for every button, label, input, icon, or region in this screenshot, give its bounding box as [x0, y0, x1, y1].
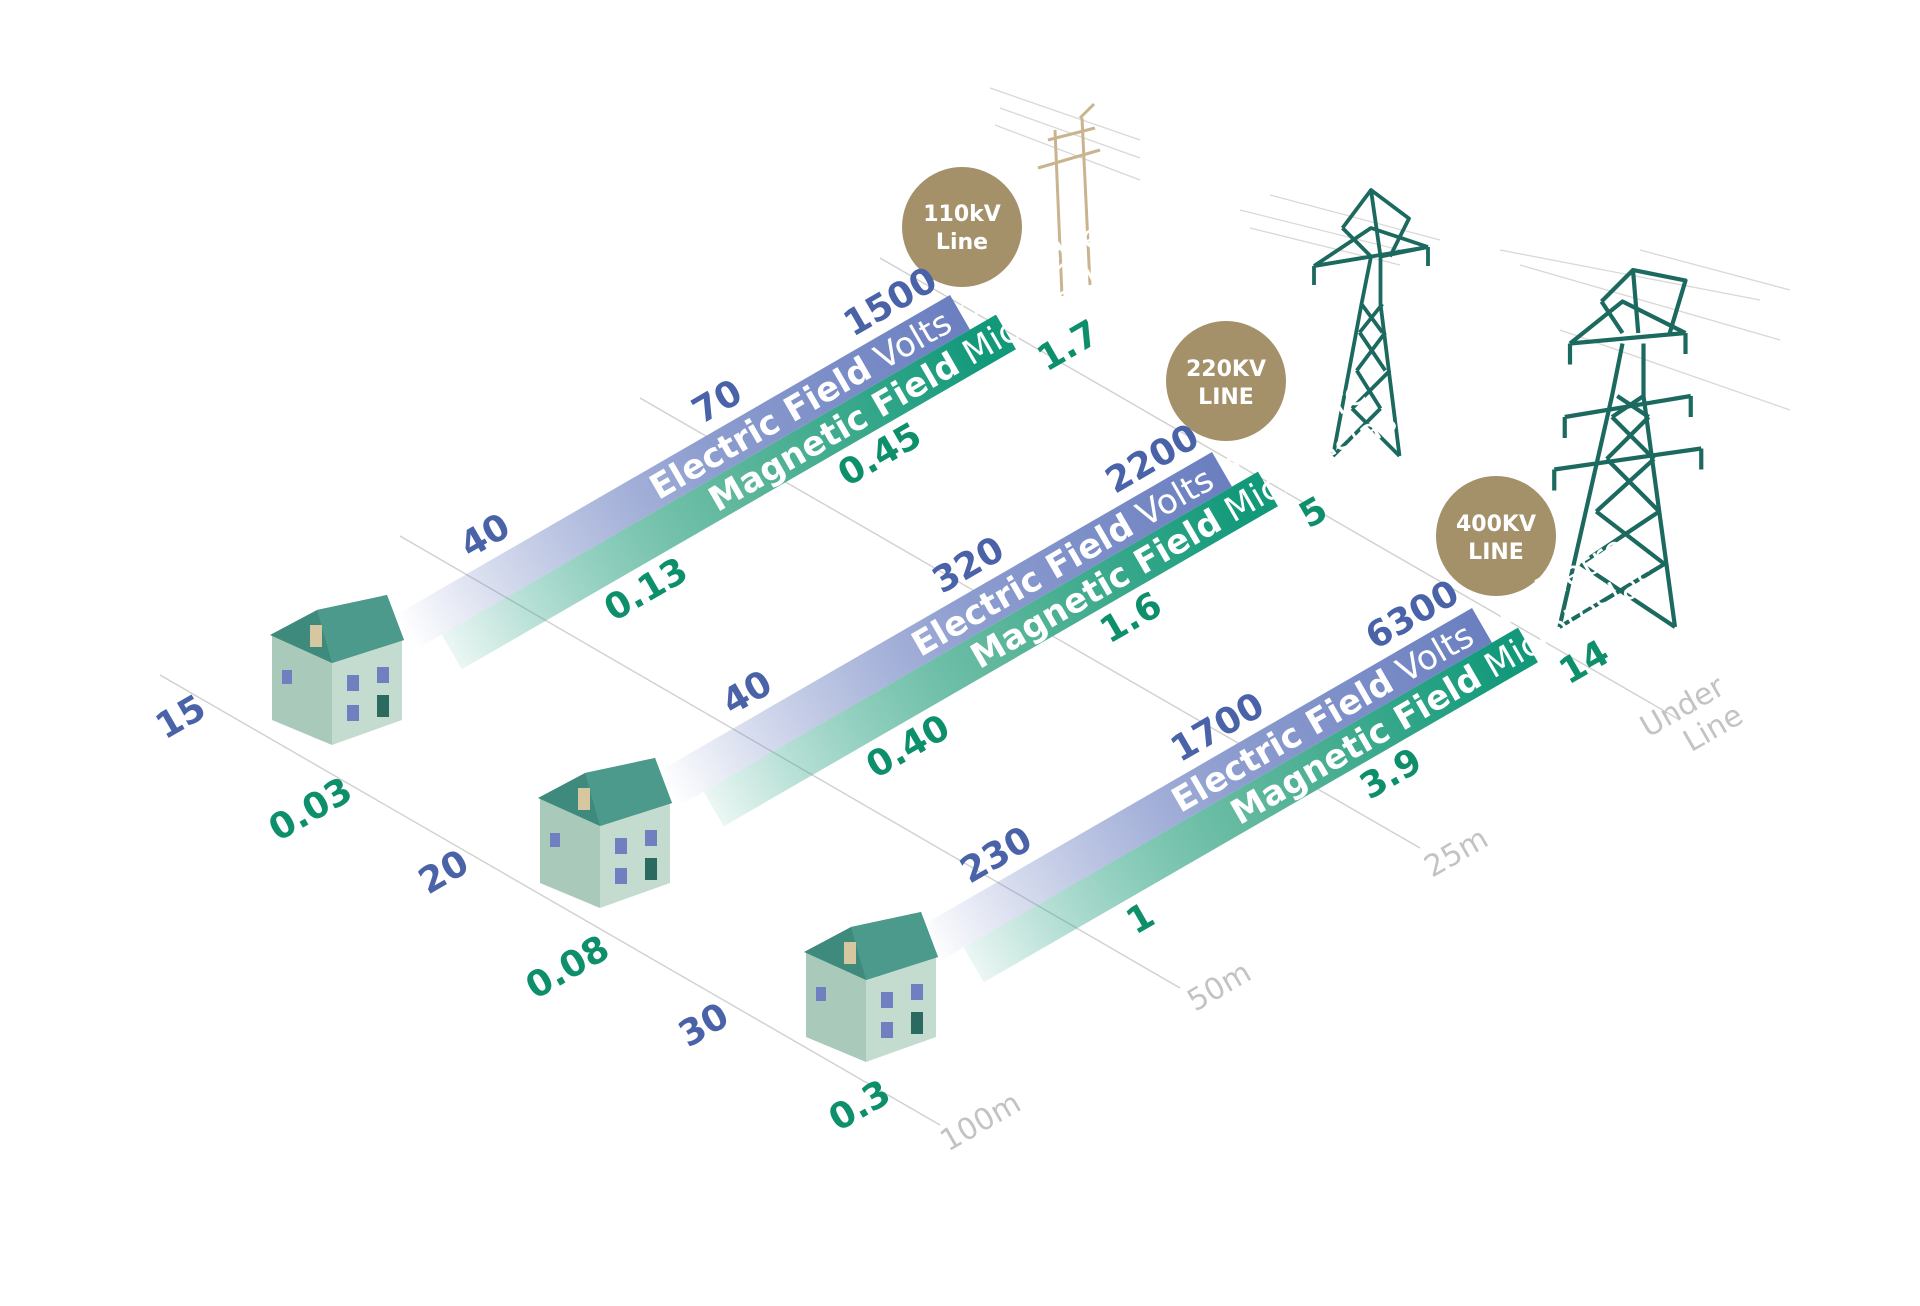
magnetic-value-400kv-100m: 0.3	[822, 1072, 898, 1139]
badge-400kv-line1: 400KV	[1456, 512, 1536, 537]
distance-50m: 50m	[1182, 955, 1258, 1019]
distance-100m: 100m	[935, 1085, 1027, 1159]
electric-value-400kv-100m: 30	[672, 995, 736, 1056]
badge-220kv: 220KV LINE	[1166, 321, 1286, 441]
guide-under-line	[879, 257, 1681, 721]
electric-band-220kv	[657, 452, 1232, 807]
electric-value-110kv-100m: 15	[149, 687, 213, 748]
badge-110kv-line2: Line	[936, 230, 988, 255]
badge-110kv-line1: 110kV	[923, 202, 1001, 227]
field-group-400kv: Electric Field Volts per Metre Magnetic …	[917, 528, 1664, 983]
pylon-icon-220kv	[1312, 188, 1430, 458]
house-icon-400kv	[804, 912, 938, 1062]
distance-under-line: Under Line	[1635, 669, 1750, 759]
house-icon-110kv	[270, 595, 404, 745]
badge-400kv-line2: LINE	[1468, 540, 1524, 565]
magnetic-value-400kv-50m: 1	[1119, 895, 1161, 943]
badge-110kv: 110kV Line	[902, 167, 1022, 287]
electric-band-110kv	[395, 295, 970, 650]
guide-100m	[159, 674, 941, 1126]
electric-band-400kv	[917, 608, 1492, 963]
pylon-icon-400kv	[1552, 267, 1704, 629]
magnetic-band-220kv	[703, 471, 1278, 827]
badge-400kv: 400KV LINE	[1436, 476, 1556, 596]
magnetic-band-400kv	[963, 627, 1538, 983]
badge-220kv-line1: 220KV	[1186, 357, 1266, 382]
badge-220kv-line2: LINE	[1198, 385, 1254, 410]
magnetic-band-110kv	[441, 314, 1016, 670]
magnetic-value-110kv-100m: 0.03	[262, 770, 359, 850]
house-icon-220kv	[538, 758, 672, 908]
magnetic-value-220kv-100m: 0.08	[519, 928, 616, 1008]
distance-25m: 25m	[1419, 821, 1495, 885]
magnetic-value-220kv-under: 5	[1292, 489, 1334, 537]
wooden-pole-icon	[1037, 102, 1101, 297]
overhead-wires	[989, 87, 1791, 411]
